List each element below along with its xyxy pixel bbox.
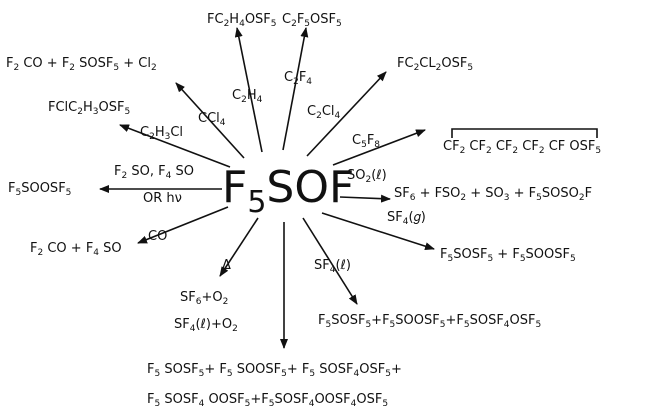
product-f2co-f4so: F2 CO + F4 SO — [30, 241, 122, 258]
arrow-to-fclc2h3osf5 — [119, 124, 231, 168]
product-cyclo-c5f9osf5: CF2 CF2 CF2 CF2 CF OSF5 — [443, 139, 602, 156]
product-fc2h4osf5: FC2H4OSF5 — [207, 12, 277, 29]
product-sf6-mix: SF6 + FSO2 + SO3 + F5SOSO2F — [394, 186, 593, 203]
product-f2co-f2sosf5-cl2: F2 CO + F2 SOSF5 + Cl2 — [6, 56, 157, 73]
reagent-c2h4: C2H4 — [232, 88, 263, 105]
arrow-to-sf6-o2 — [219, 217, 259, 277]
product-f5soosf5: F5SOOSF5 — [8, 181, 72, 198]
product-three: F5SOSF5+F5SOOSF5+F5SOSF4OSF5 — [318, 313, 542, 330]
reagent-c2cl4: C2Cl4 — [307, 104, 341, 121]
reagent-ccl4: CCl4 — [198, 111, 226, 128]
arrow-to-f2co-f4so — [137, 206, 229, 244]
reagent-sf4-l: SF4(ℓ) — [314, 258, 351, 275]
product-sf6-o2: SF6+O2 — [180, 290, 229, 307]
arrow-to-sf6-mix — [339, 194, 391, 203]
arrow-to-cyclo — [332, 129, 426, 166]
reagent-or-hv: OR hν — [143, 191, 182, 206]
reagent-c2h3cl: C2H3Cl — [140, 125, 184, 142]
arrow-to-fc2h4osf5 — [234, 27, 263, 153]
arrow-to-f2co-f2sosf5-cl2 — [175, 82, 245, 159]
arrow-to-three-products — [302, 217, 358, 305]
product-bottom-line1: F5 SOSF5+ F5 SOOSF5+ F5 SOSF4OSF5+ — [147, 362, 402, 379]
product-fclc2h3osf5: FClC2H3OSF5 — [48, 100, 131, 117]
reagent-f2so-f4so: F2 SO, F4 SO — [114, 164, 194, 181]
arrow-to-c2f5osf5 — [282, 27, 309, 151]
product-f5sosf5-f5soosf5: F5SOSF5 + F5SOOSF5 — [440, 247, 576, 264]
ring-bracket — [451, 128, 598, 138]
reagent-heat: Δ — [222, 258, 231, 273]
reagent-co: CO — [148, 229, 168, 244]
reagent-c5f8: C5F8 — [352, 133, 381, 150]
reagent-so2-l: SO2(ℓ) — [347, 168, 387, 185]
product-c2f5osf5: C2F5OSF5 — [282, 12, 342, 29]
arrow-to-f5sosf5-f5soosf5 — [321, 212, 435, 251]
arrow-to-fc2cl2osf5 — [306, 71, 387, 157]
reagent-c2f4: C2F4 — [284, 70, 313, 87]
product-fc2cl2osf5: FC2CL2OSF5 — [397, 56, 474, 73]
reagent-sf4-g: SF4(𝑔) — [387, 210, 426, 227]
center-reagent: F5SOF — [222, 162, 355, 220]
reagent-sf4-l-o2: SF4(ℓ)+O2 — [174, 317, 238, 334]
product-bottom-line2: F5 SOSF4 OOSF5+F5SOSF4OOSF4OSF5 — [147, 392, 389, 409]
